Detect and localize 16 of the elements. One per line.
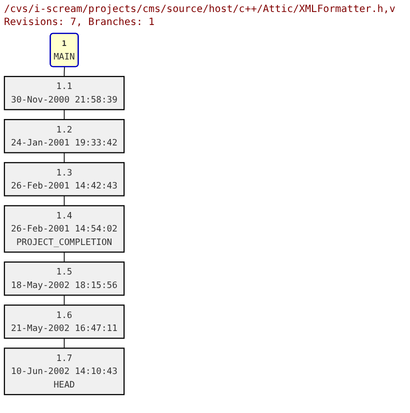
connector: [64, 252, 65, 262]
file-path-title: /cvs/i-scream/projects/cms/source/host/c++/Attic/XMLFormatter.h,v: [4, 3, 396, 16]
node-box: 1.3 26-Feb-2001 14:42:43: [4, 162, 125, 196]
node-box: 1.7 10-Jun-2002 14:10:43 HEAD: [4, 348, 125, 396]
connector: [64, 338, 65, 349]
connector: [64, 66, 65, 77]
node-box: 1.4 26-Feb-2001 14:54:02 PROJECT_COMPLETION: [4, 205, 125, 253]
node-box: 1.6 21-May-2002 16:47:11: [4, 304, 125, 339]
revision-summary: Revisions: 7, Branches: 1: [4, 16, 156, 29]
connector: [64, 294, 65, 306]
connector: [64, 109, 65, 120]
connector: [64, 152, 65, 164]
connector: [64, 195, 65, 206]
node-box: 1.2 24-Jan-2001 19:33:42: [4, 119, 125, 154]
node-box: 1.5 18-May-2002 18:15:56: [4, 262, 125, 296]
node-box: 1.1 30-Nov-2000 21:58:39: [4, 76, 125, 110]
